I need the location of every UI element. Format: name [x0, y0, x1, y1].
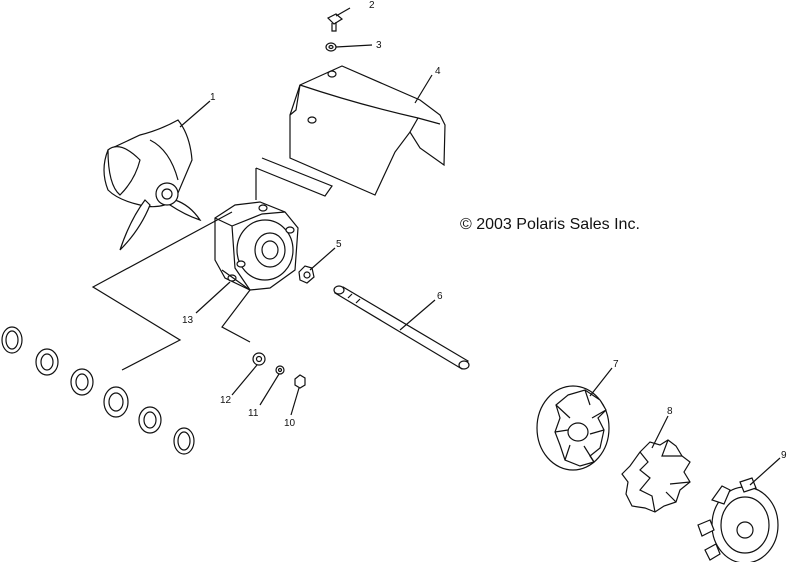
damper	[621, 439, 691, 513]
alignment-line	[255, 157, 333, 200]
impeller	[103, 119, 202, 251]
callout-12: 12	[220, 395, 232, 406]
callout-1: 1	[210, 92, 216, 103]
callout-9: 9	[781, 450, 787, 461]
bearing	[70, 368, 94, 396]
bearing	[138, 406, 162, 434]
bearing	[103, 386, 129, 418]
shroud-cover	[289, 65, 446, 196]
washer-top	[325, 42, 337, 52]
callout-5: 5	[336, 239, 342, 250]
callout-6: 6	[437, 291, 443, 302]
pump-housing	[214, 201, 299, 291]
seal-ring	[173, 427, 195, 455]
assembly-line	[91, 211, 233, 371]
callout-4: 4	[435, 66, 441, 77]
callout-13: 13	[182, 315, 194, 326]
drive-shaft	[333, 285, 470, 370]
callout-10: 10	[284, 418, 296, 429]
bolt	[326, 13, 344, 32]
bearing	[35, 348, 59, 376]
callout-8: 8	[667, 406, 673, 417]
coupler-half	[536, 385, 610, 471]
callout-11: 11	[248, 408, 259, 419]
assembly-line	[221, 269, 251, 343]
small-nut	[294, 374, 306, 389]
coupler-flange	[697, 477, 779, 562]
seal-ring	[1, 326, 23, 354]
copyright-text: © 2003 Polaris Sales Inc.	[460, 216, 640, 233]
lock-washer	[275, 365, 285, 375]
callout-2: 2	[369, 0, 375, 11]
washer	[252, 352, 266, 366]
callout-7: 7	[613, 359, 619, 370]
callout-3: 3	[376, 40, 382, 51]
leader-lines	[179, 7, 781, 486]
